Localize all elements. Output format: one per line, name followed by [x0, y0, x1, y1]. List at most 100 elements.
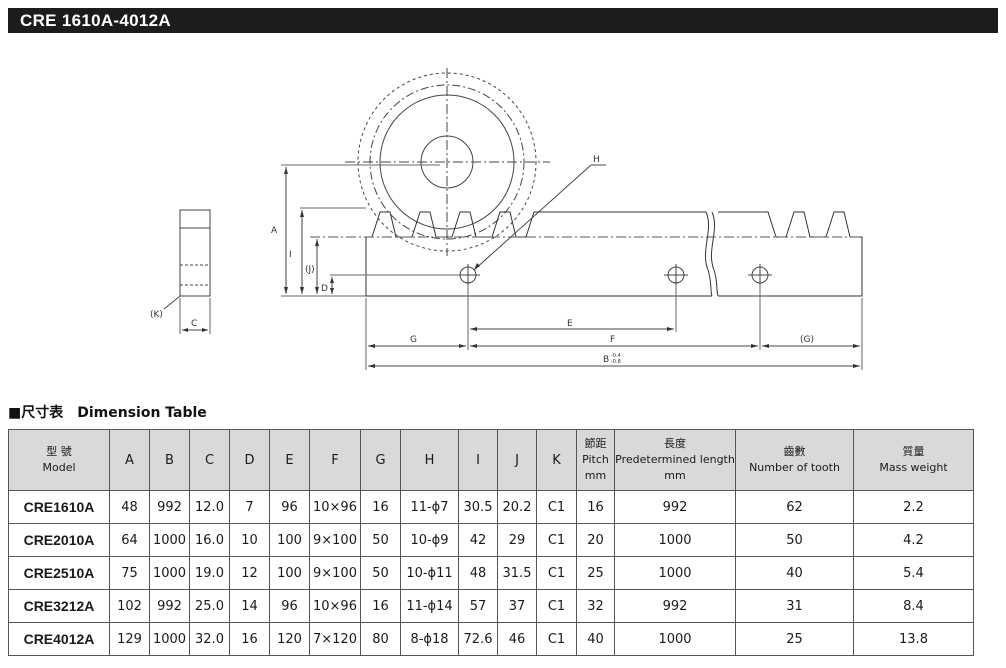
table-cell: 42 [458, 523, 498, 557]
table-cell: 12.0 [189, 490, 230, 524]
table-cell: 96 [269, 589, 310, 623]
table-cell: 48 [109, 490, 150, 524]
table-cell: 20.2 [497, 490, 537, 524]
table-cell: 48 [458, 556, 498, 590]
table-header-en: Mass weight [879, 461, 948, 474]
table-cell: 25 [576, 556, 615, 590]
table-header-en: I [476, 452, 480, 468]
table-header-en: E [285, 452, 294, 468]
table-header-cell: H [400, 429, 459, 491]
table-cell: 992 [614, 490, 736, 524]
table-cell: 40 [576, 622, 615, 656]
table-header-jp: 型 號 [46, 445, 72, 458]
table-cell: 25.0 [189, 589, 230, 623]
table-cell: 9×100 [309, 556, 361, 590]
table-cell: 2.2 [853, 490, 974, 524]
leader-H [473, 164, 592, 271]
table-header-en: H [424, 452, 435, 468]
table-header-cell: J [497, 429, 537, 491]
table-cell: 32.0 [189, 622, 230, 656]
table-cell: C1 [536, 589, 577, 623]
table-cell: 75 [109, 556, 150, 590]
table-cell: 16 [360, 490, 401, 524]
table-cell: 32 [576, 589, 615, 623]
table-cell: 96 [269, 490, 310, 524]
table-cell: 31.5 [497, 556, 537, 590]
table-header-cell: A [109, 429, 150, 491]
table-cell: 1000 [149, 523, 190, 557]
table-cell: 10-ϕ9 [400, 523, 459, 557]
table-cell: 80 [360, 622, 401, 656]
table-cell: 102 [109, 589, 150, 623]
table-cell: 50 [360, 556, 401, 590]
table-cell: 100 [269, 556, 310, 590]
table-cell: 25 [735, 622, 854, 656]
section-heading-en: Dimension Table [77, 405, 207, 421]
table-cell: 1000 [149, 556, 190, 590]
label-I: I [289, 250, 292, 260]
table-cell: 20 [576, 523, 615, 557]
table-cell: 100 [269, 523, 310, 557]
table-cell: 10×96 [309, 589, 361, 623]
table-cell: 16 [360, 589, 401, 623]
rack-teeth-right [718, 211, 863, 297]
table-cell: 992 [149, 490, 190, 524]
table-header-jp: 質量 [902, 445, 925, 458]
table-header-cell: 齒數 Number of tooth [735, 429, 854, 491]
label-A: A [271, 226, 278, 236]
table-cell: 50 [735, 523, 854, 557]
label-G2: (G) [800, 335, 814, 345]
table-header-en: Predetermined length [615, 453, 735, 466]
table-header-cell: 質量 Mass weight [853, 429, 974, 491]
table-header-en: Model [42, 461, 76, 474]
table-header-cell: C [189, 429, 230, 491]
table-header-cell: B [149, 429, 190, 491]
table-header-en: G [375, 452, 386, 468]
table-cell: 31 [735, 589, 854, 623]
table-cell: 1000 [614, 622, 736, 656]
table-header-en: F [331, 452, 339, 468]
table-cell: 64 [109, 523, 150, 557]
section-heading-jp: ■尺寸表 [8, 405, 64, 421]
table-cell: 46 [497, 622, 537, 656]
table-header-cell: E [269, 429, 310, 491]
table-header-jp: 齒數 [783, 445, 806, 458]
table-cell: 992 [149, 589, 190, 623]
table-cell: 7 [229, 490, 270, 524]
table-header-cell: I [458, 429, 498, 491]
table-cell: 120 [269, 622, 310, 656]
table-cell: 12 [229, 556, 270, 590]
table-cell: 40 [735, 556, 854, 590]
table-cell: 19.0 [189, 556, 230, 590]
label-J: (J) [305, 265, 315, 275]
model-cell: CRE1610A [8, 490, 110, 524]
table-cell: 11-ϕ7 [400, 490, 459, 524]
table-cell: 14 [229, 589, 270, 623]
label-E: E [567, 319, 573, 329]
section-heading: ■尺寸表 Dimension Table [8, 402, 207, 422]
label-D: D [321, 284, 328, 294]
table-header-cell: 型 號 Model [8, 429, 110, 491]
table-cell: 16 [576, 490, 615, 524]
table-cell: C1 [536, 622, 577, 656]
table-header-cell: F [309, 429, 361, 491]
table-header-en: C [204, 452, 215, 468]
table-cell: 72.6 [458, 622, 498, 656]
label-B: B [603, 355, 609, 365]
table-cell: 57 [458, 589, 498, 623]
table-header-en: D [244, 452, 255, 468]
label-H: H [593, 155, 600, 165]
side-view-body [179, 209, 211, 297]
table-cell: 37 [497, 589, 537, 623]
break-line-1 [704, 211, 713, 297]
table-cell: 1000 [614, 523, 736, 557]
table-cell: 4.2 [853, 523, 974, 557]
table-cell: 29 [497, 523, 537, 557]
table-header-unit: mm [584, 469, 607, 482]
table-header-en: Number of tooth [749, 461, 840, 474]
model-cell: CRE2510A [8, 556, 110, 590]
table-cell: 129 [109, 622, 150, 656]
